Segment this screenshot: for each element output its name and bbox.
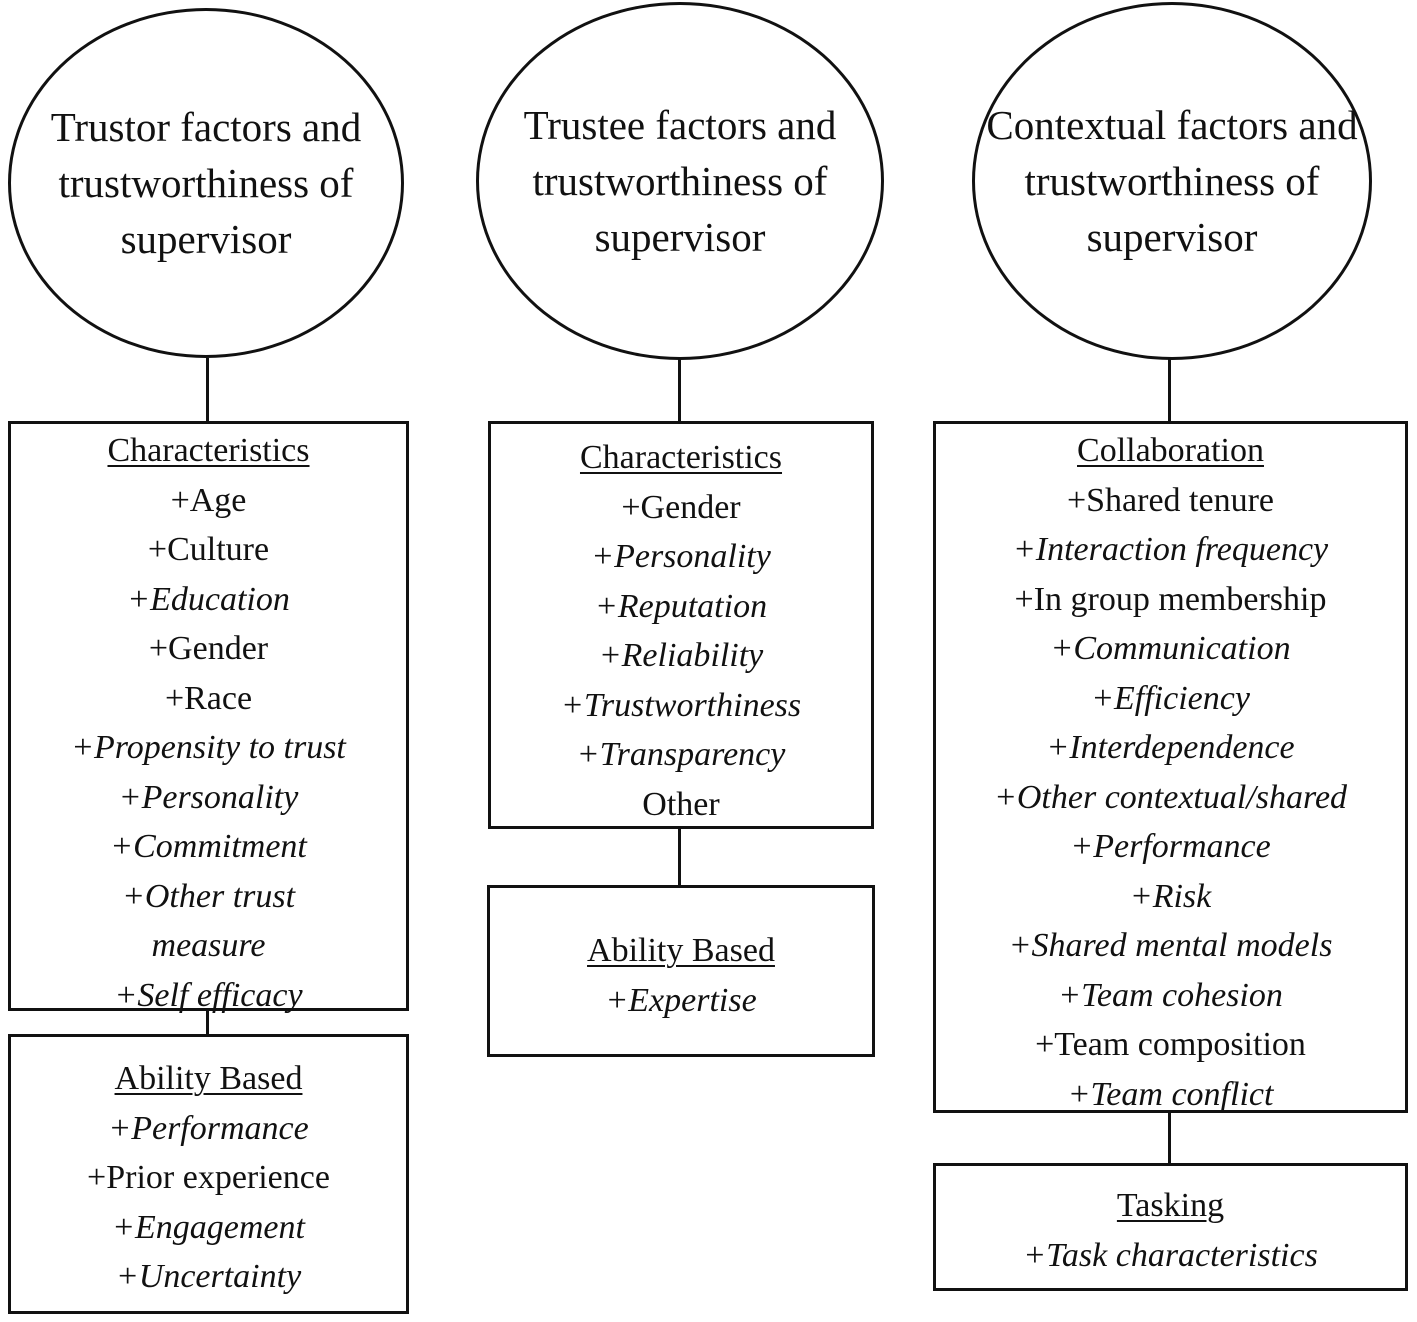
factor-item: +Team cohesion: [1058, 976, 1283, 1014]
factor-item: +Gender: [621, 488, 741, 526]
factor-item: +Interaction frequency: [1012, 531, 1329, 568]
contextual-tasking-heading: Tasking: [1116, 1187, 1225, 1224]
factor-item: +Team conflict: [1067, 1075, 1274, 1113]
factor-item: +Interdependence: [1046, 729, 1295, 766]
trustor-ability-heading: Ability Based: [114, 1060, 303, 1097]
contextual-circle: Contextual factors and trustworthiness o…: [972, 2, 1372, 360]
contextual-connector-2: [1168, 1112, 1171, 1164]
factor-item: +Communication: [1050, 630, 1291, 667]
trustee-ability-list: +Expertise: [490, 976, 872, 1026]
trustor-title: Trustor factors and trustworthiness of s…: [50, 104, 362, 262]
factor-item: +Prior experience: [87, 1159, 330, 1196]
factor-item: +Education: [127, 580, 290, 618]
trustor-characteristics-box: Characteristics +Age +Culture +Education +G…: [8, 421, 409, 1014]
factor-item: +Race: [164, 679, 253, 717]
trustee-ability-heading: Ability Based: [587, 932, 775, 969]
trustee-ability-box: Ability Based +Expertise: [487, 885, 875, 1057]
trustor-circle: Trustor factors and trustworthiness of s…: [8, 8, 404, 358]
factor-item: +Uncertainty: [115, 1258, 302, 1295]
trustee-characteristics-heading: Characteristics: [579, 439, 783, 476]
factor-item: +Personality: [118, 778, 299, 816]
contextual-tasking-box: Tasking +Task characteristics: [933, 1163, 1408, 1291]
factor-item: +Trustworthiness: [560, 686, 802, 724]
factor-item: +Performance: [108, 1109, 309, 1147]
trustee-connector-1: [678, 358, 681, 422]
factor-item: +Propensity to trust: [71, 729, 346, 766]
factor-item: +Gender: [148, 630, 269, 667]
factor-item: +Reliability: [598, 637, 764, 674]
trustor-characteristics-list: +Age +Culture +Education +Gender +Race +Prope…: [11, 476, 406, 1021]
factor-item: +Team composition: [1035, 1026, 1306, 1063]
factor-item: +Personality: [591, 538, 771, 575]
contextual-tasking-list: +Task characteristics: [936, 1231, 1405, 1281]
trustor-connector-1: [206, 358, 209, 422]
contextual-collaboration-list: +Shared tenure +Interaction frequency +In …: [936, 476, 1405, 1120]
factor-item: Other: [642, 785, 720, 823]
trustee-connector-2: [678, 828, 681, 886]
factor-item: +Task characteristics: [1023, 1236, 1318, 1274]
factor-item: +Reputation: [594, 587, 768, 625]
trustor-ability-list: +Performance +Prior experience +Engagement…: [11, 1104, 406, 1302]
trustee-characteristics-list: +Gender +Personality +Reputation +Reliabili…: [491, 483, 871, 830]
contextual-connector-1: [1168, 358, 1171, 422]
factor-item: +In group membership: [1014, 580, 1327, 618]
factor-item: +Culture: [147, 531, 270, 568]
trustor-ability-box: Ability Based +Performance +Prior experie…: [8, 1034, 409, 1314]
factor-item: +Self efficacy: [114, 976, 303, 1014]
factor-item: +Transparency: [576, 736, 786, 773]
factor-item: +Other contextual/shared: [993, 778, 1348, 816]
factor-item: measure: [151, 927, 266, 964]
factor-item: +Risk: [1129, 877, 1212, 915]
trustor-characteristics-heading: Characteristics: [107, 432, 310, 469]
factor-item: +Efficiency: [1091, 679, 1250, 717]
factor-item: +Engagement: [112, 1208, 305, 1246]
contextual-collaboration-box: Collaboration +Shared tenure +Interaction…: [933, 421, 1408, 1113]
trustee-circle: Trustee factors and trustworthiness of s…: [476, 2, 884, 360]
factor-item: +Shared tenure: [1066, 481, 1275, 519]
factor-item: +Commitment: [110, 828, 307, 865]
factor-item: +Shared mental models: [1008, 927, 1333, 964]
contextual-title: Contextual factors and trustworthiness o…: [986, 102, 1358, 260]
trustee-title: Trustee factors and trustworthiness of s…: [523, 102, 837, 260]
factor-item: +Age: [170, 481, 247, 519]
trustee-characteristics-box: Characteristics +Gender +Personality +Repu…: [488, 421, 874, 829]
factor-item: +Expertise: [605, 981, 757, 1019]
trustor-connector-2: [206, 1010, 209, 1036]
factor-item: +Performance: [1070, 828, 1271, 865]
factor-item: +Other trust: [121, 877, 296, 915]
contextual-collaboration-heading: Collaboration: [1077, 432, 1264, 469]
